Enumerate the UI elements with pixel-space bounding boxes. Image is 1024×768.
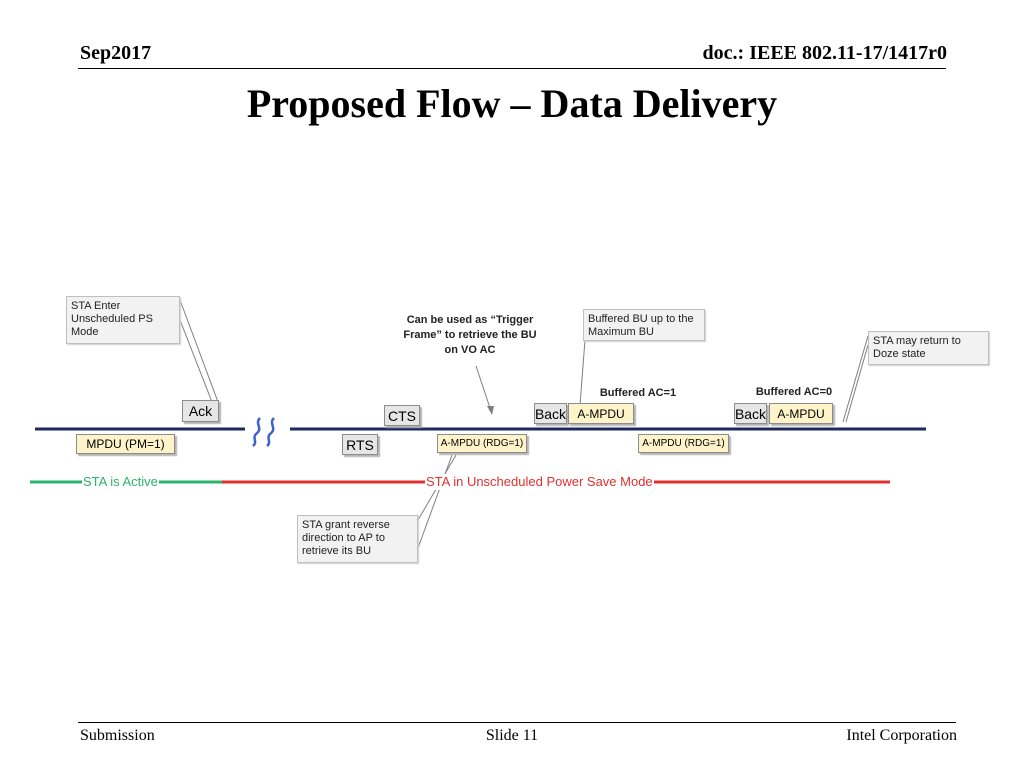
frame-ampdu-rdg-2: A-MPDU (RDG=1) [638, 434, 729, 453]
frame-ampdu-rdg-1: A-MPDU (RDG=1) [437, 434, 527, 453]
gap-mark-2 [266, 417, 275, 447]
pointer-grant-rd-2 [417, 454, 453, 549]
footer-company: Intel Corporation [846, 727, 957, 744]
pointer-enter-ps-1 [179, 299, 219, 403]
frame-cts: CTS [384, 405, 420, 426]
trigger-arrowhead [487, 406, 494, 415]
frame-ampdu-2: A-MPDU [769, 403, 833, 424]
callout-trigger-frame: Can be used as “Trigger Frame” to retrie… [403, 314, 537, 356]
pointer-enter-ps-2 [179, 319, 213, 403]
frame-back-1: Back [534, 403, 567, 424]
callout-buffered-max: Buffered BU up to the Maximum BU [583, 309, 705, 341]
frame-ampdu-1: A-MPDU [568, 403, 634, 424]
gap-mark-1 [252, 417, 261, 447]
label-buffered-ac1: Buffered AC=1 [599, 387, 677, 399]
frame-ack: Ack [182, 400, 219, 422]
footer-slide-number: Slide 11 [485, 727, 539, 744]
callout-grant-rd: STA grant reverse direction to AP to ret… [297, 515, 418, 563]
callout-doze-state: STA may return to Doze state [868, 331, 989, 365]
label-buffered-ac0: Buffered AC=0 [755, 386, 833, 398]
header-rule [78, 68, 946, 69]
pointer-doze-2 [845, 344, 869, 423]
state-power-save-label: STA in Unscheduled Power Save Mode [425, 474, 654, 490]
footer-submission: Submission [80, 727, 155, 744]
frame-rts: RTS [342, 434, 378, 455]
slide-title: Proposed Flow – Data Delivery [246, 81, 778, 126]
callout-enter-ps: STA Enter Unscheduled PS Mode [66, 296, 180, 344]
header-doc-id: doc.: IEEE 802.11-17/1417r0 [702, 42, 947, 64]
header-date: Sep2017 [80, 42, 152, 64]
pointer-doze-1 [842, 335, 869, 423]
footer-rule [78, 722, 956, 723]
state-active-label: STA is Active [82, 474, 159, 490]
pointer-buffered-max [579, 339, 586, 406]
frame-back-2: Back [734, 403, 767, 424]
trigger-arrow [475, 365, 491, 409]
frame-mpdu-pm1: MPDU (PM=1) [76, 434, 175, 454]
